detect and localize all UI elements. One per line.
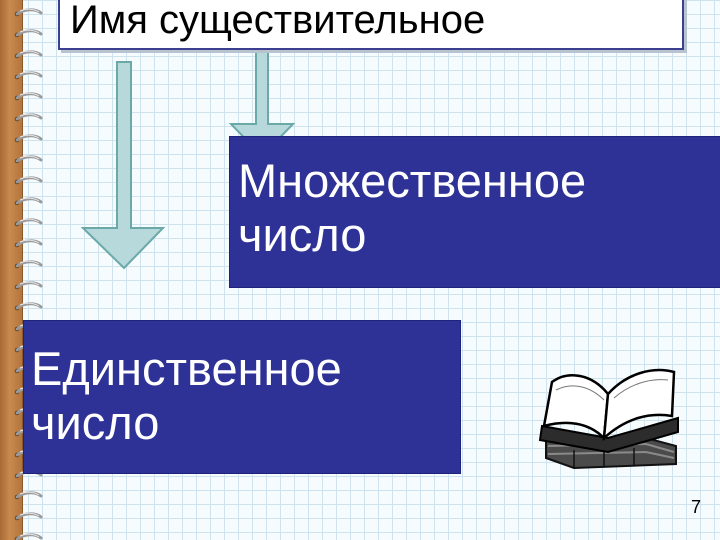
binding-ring — [14, 71, 43, 80]
binding-ring — [14, 92, 43, 101]
binding-ring — [14, 8, 43, 17]
binding-ring — [14, 29, 43, 38]
open-book-icon — [538, 368, 679, 470]
notebook-binding — [0, 0, 23, 540]
binding-ring — [14, 134, 43, 143]
binding-ring — [14, 512, 43, 521]
page-number: 7 — [690, 497, 701, 517]
binding-ring — [14, 197, 43, 206]
slide-title: Имя существительное — [70, 0, 486, 42]
binding-ring — [14, 155, 43, 164]
binding-ring — [14, 50, 43, 59]
binding-ring — [14, 239, 43, 248]
binding-ring — [14, 218, 43, 227]
singular-label: Единственное число — [31, 342, 342, 449]
arrow-to-singular — [81, 61, 165, 270]
binding-ring — [14, 113, 43, 122]
title-box: Имя существительное — [58, 0, 684, 50]
plural-box: Множественное число — [229, 136, 720, 288]
singular-box: Единственное число — [23, 320, 461, 474]
binding-ring — [14, 260, 43, 269]
binding-ring — [14, 302, 43, 311]
binding-ring — [14, 533, 43, 540]
plural-label: Множественное число — [238, 154, 587, 261]
binding-ring — [14, 281, 43, 290]
binding-ring — [14, 176, 43, 185]
binding-ring — [14, 491, 43, 500]
